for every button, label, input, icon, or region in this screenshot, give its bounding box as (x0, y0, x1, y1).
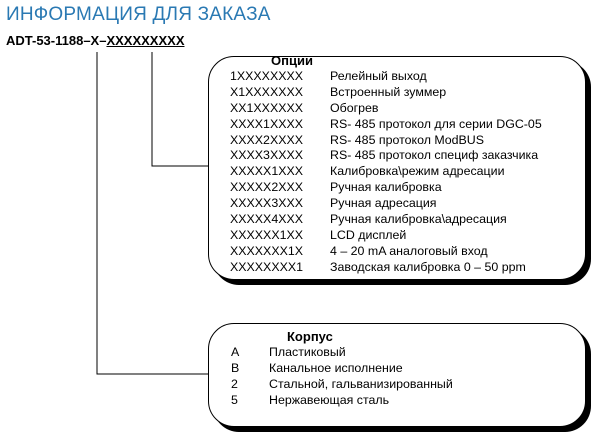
option-row: XXXXXX1XX LCD дисплей (230, 228, 542, 244)
housing-desc: Стальной, гальванизированный (269, 376, 453, 391)
option-desc: Обогрев (330, 100, 379, 115)
option-code: XXXXX3XXX (230, 196, 304, 211)
option-row: XXXXX4XXX Ручная калибровка\адресация (230, 212, 542, 228)
option-desc: Калибровка\режим адресации (330, 164, 505, 179)
option-desc: Ручная калибровка (330, 180, 442, 195)
option-row: XXXXXXXX1 Заводская калибровка 0 – 50 ppm (230, 260, 542, 276)
housing-list: A Пластиковый B Канальное исполнение 2 Стал… (231, 345, 453, 409)
option-row: XXXX1XXXX RS- 485 протокол для серии DGC-… (230, 117, 542, 133)
option-desc: RS- 485 протокол специф заказчика (330, 148, 539, 163)
housing-row: A Пластиковый (231, 345, 453, 361)
option-code: XXXXXXXX1 (230, 259, 304, 274)
options-connector (151, 52, 208, 167)
option-code: XXXXX1XXX (230, 164, 304, 179)
housing-row: 2 Стальной, гальванизированный (231, 377, 453, 393)
options-list: 1XXXXXXXX Релейный выход X1XXXXXXX Встроен… (230, 69, 542, 276)
page-title: ИНФОРМАЦИЯ ДЛЯ ЗАКАЗА (6, 4, 271, 25)
option-desc: Заводская калибровка 0 – 50 ppm (330, 259, 526, 274)
options-heading: Опции (271, 53, 313, 68)
option-desc: Ручная адресация (330, 196, 437, 211)
option-desc: 4 – 20 mA аналоговый вход (330, 243, 488, 258)
option-code: XXXXXXX1X (230, 243, 304, 258)
housing-code: 2 (231, 376, 238, 391)
housing-code: A (231, 345, 240, 359)
option-desc: Встроенный зуммер (330, 84, 447, 99)
options-box (208, 56, 586, 280)
housing-row: 5 Нержавеющая сталь (231, 393, 453, 409)
model-code-options: XXXXXXXXX (106, 33, 185, 48)
option-row: X1XXXXXXX Встроенный зуммер (230, 85, 542, 101)
housing-connector (96, 52, 208, 375)
option-row: XXXX2XXXX RS- 485 протокол ModBUS (230, 133, 542, 149)
option-code: XX1XXXXXX (230, 100, 304, 115)
housing-desc: Канальное исполнение (269, 360, 403, 375)
housing-desc: Нержавеющая сталь (269, 392, 390, 407)
option-code: XXXX3XXXX (230, 148, 304, 163)
model-code-prefix: ADT-53-1188–X– (6, 33, 107, 48)
option-row: XXXXXXX1X 4 – 20 mA аналоговый вход (230, 244, 542, 260)
housing-heading: Корпус (287, 329, 333, 344)
option-code: XXXXXX1XX (230, 227, 304, 242)
housing-box (208, 323, 586, 427)
housing-code: 5 (231, 392, 238, 407)
housing-code: B (231, 360, 240, 375)
option-desc: Ручная калибровка\адресация (330, 212, 507, 227)
option-row: XX1XXXXXX Обогрев (230, 101, 542, 117)
option-desc: LCD дисплей (330, 227, 407, 242)
option-desc: Релейный выход (330, 69, 427, 83)
option-row: XXXXX2XXX Ручная калибровка (230, 180, 542, 196)
option-desc: RS- 485 протокол ModBUS (330, 132, 484, 147)
option-code: XXXXX4XXX (230, 212, 304, 227)
housing-desc: Пластиковый (269, 345, 346, 359)
option-code: XXXXX2XXX (230, 180, 304, 195)
option-code: XXXX1XXXX (230, 116, 304, 131)
model-code: ADT-53-1188–X–XXXXXXXXX (6, 33, 185, 48)
option-code: XXXX2XXXX (230, 132, 304, 147)
option-row: XXXX3XXXX RS- 485 протокол специф заказчи… (230, 148, 542, 164)
housing-row: B Канальное исполнение (231, 361, 453, 377)
option-desc: RS- 485 протокол для серии DGC-05 (330, 116, 542, 131)
option-row: XXXXX1XXX Калибровка\режим адресации (230, 164, 542, 180)
option-code: X1XXXXXXX (230, 84, 304, 99)
option-code: 1XXXXXXXX (230, 69, 304, 83)
option-row: 1XXXXXXXX Релейный выход (230, 69, 542, 85)
option-row: XXXXX3XXX Ручная адресация (230, 196, 542, 212)
